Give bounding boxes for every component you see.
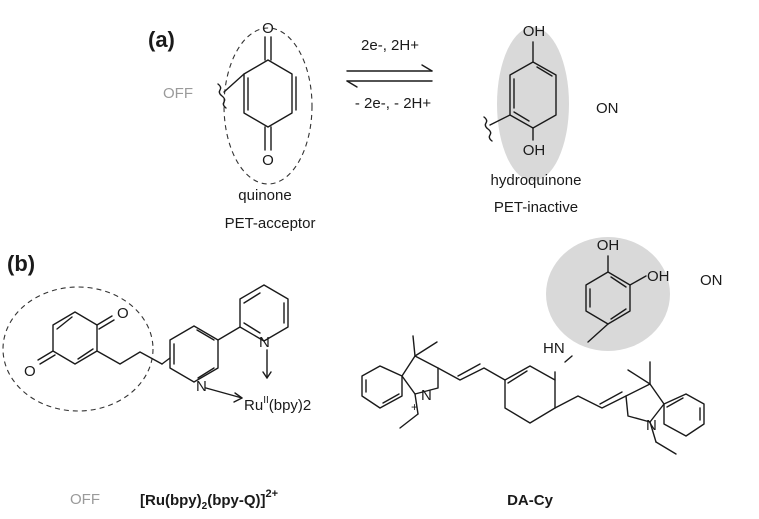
hydroquinone-structure [483, 41, 557, 142]
bpyq-dashed-circle [2, 286, 154, 412]
reverse-arrow-label: - 2e-, - 2H+ [355, 95, 432, 112]
panel-a-off-label: OFF [163, 85, 193, 102]
quinone-oxygen-bottom: O [262, 152, 274, 169]
bpyq-oxygen-top: O [117, 305, 129, 322]
hydroquinone-oh-top: OH [523, 23, 546, 40]
panel-b-label: (b) [7, 251, 35, 276]
dacy-catechol-highlight [546, 237, 670, 351]
quinone-role: PET-acceptor [225, 215, 316, 232]
dacy-compound-name: DA-Cy [507, 492, 553, 509]
quinone-name: quinone [238, 187, 291, 204]
dacy-structure [361, 255, 705, 455]
equilibrium-arrows [346, 64, 433, 88]
quinone-structure [217, 36, 297, 151]
dacy-nitrogen-left: N [421, 387, 432, 404]
dacy-positive-charge: + [411, 400, 418, 414]
hydroquinone-role: PET-inactive [494, 199, 578, 216]
panel-b-on-label: ON [700, 272, 723, 289]
hydroquinone-name: hydroquinone [491, 172, 582, 189]
panel-a-label: (a) [148, 27, 175, 52]
hydroquinone-oh-bottom: OH [523, 142, 546, 159]
bpyq-nitrogen-top: N [259, 334, 270, 351]
bpyq-structure [37, 284, 289, 403]
panel-a-on-label: ON [596, 100, 619, 117]
hydroquinone-highlight [497, 27, 569, 181]
dacy-nitrogen-right: N [646, 417, 657, 434]
bpyq-oxygen-left: O [24, 363, 36, 380]
forward-arrow-label: 2e-, 2H+ [361, 37, 419, 54]
dacy-oh-2: OH [647, 268, 670, 285]
quinone-oxygen-top: O [262, 20, 274, 37]
panel-b-off-label: OFF [70, 491, 100, 508]
ru-center-label: RuII(bpy)2 [244, 395, 311, 414]
dacy-oh-1: OH [597, 237, 620, 254]
quinone-dashed-circle [223, 27, 313, 185]
dacy-hn-label: HN [543, 340, 565, 357]
bpyq-nitrogen-bottom: N [196, 378, 207, 395]
bpyq-compound-name: [Ru(bpy)2(bpy-Q)]2+ [140, 488, 278, 512]
